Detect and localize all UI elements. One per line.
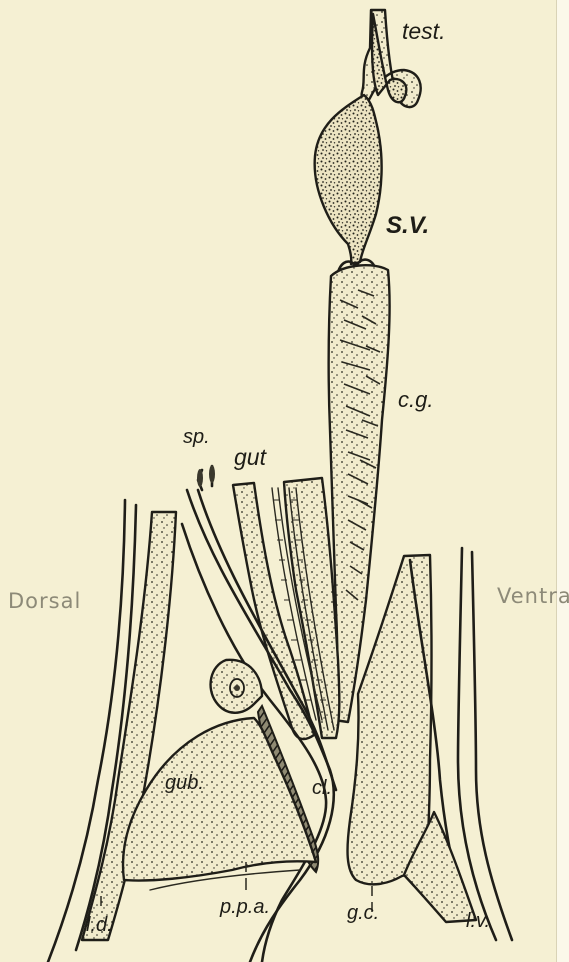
- label-gc: g.c.: [347, 902, 379, 925]
- label-sp: sp.: [183, 426, 210, 449]
- label-dorsal: Dorsal: [8, 589, 81, 613]
- label-gut: gut: [234, 444, 266, 471]
- label-cl: cl.: [312, 777, 332, 800]
- label-ventral: Ventra: [497, 584, 569, 608]
- label-gub: gub.: [165, 772, 204, 795]
- page-edge: [556, 0, 569, 962]
- label-lv: l.v.: [466, 910, 490, 933]
- label-cg: c.g.: [398, 387, 433, 413]
- label-ppa: p.p.a.: [220, 896, 270, 919]
- seminal-vesicle: [315, 95, 382, 264]
- label-ld: l.d.: [86, 914, 113, 937]
- label-test: test.: [402, 18, 445, 45]
- label-sv: S.V.: [386, 212, 429, 240]
